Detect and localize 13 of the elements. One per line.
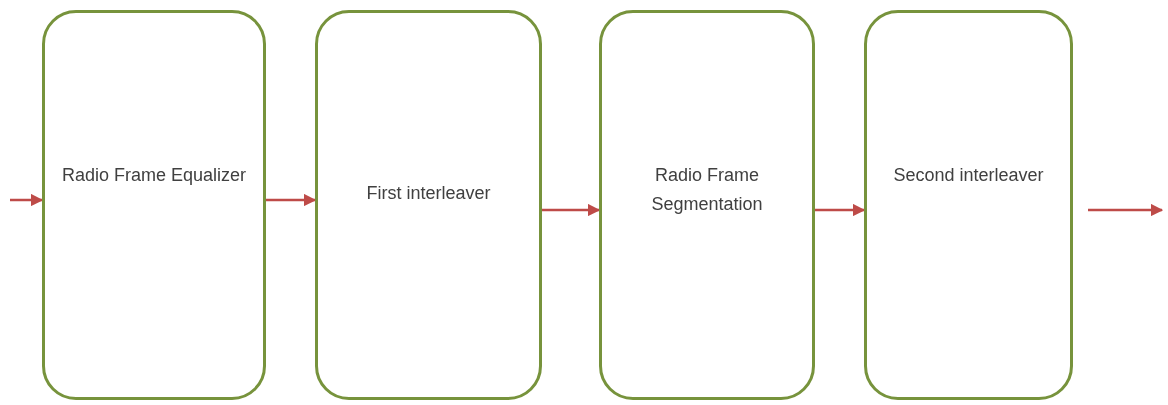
box-label: Radio Frame Segmentation: [650, 164, 764, 216]
arrow: [542, 203, 601, 217]
arrow: [10, 193, 44, 207]
process-box: [599, 10, 815, 400]
arrow: [1088, 203, 1164, 217]
arrow: [266, 193, 317, 207]
arrow: [815, 203, 866, 217]
process-box: [42, 10, 266, 400]
process-box: [315, 10, 542, 400]
box-label: Radio Frame Equalizer: [60, 164, 248, 187]
box-label: First interleaver: [365, 182, 492, 205]
process-box: [864, 10, 1073, 400]
box-label: Second interleaver: [892, 164, 1045, 187]
